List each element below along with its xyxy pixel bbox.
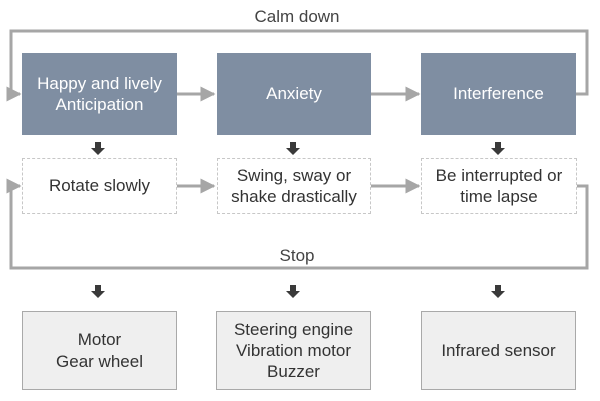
state-interference: Interference bbox=[421, 53, 576, 135]
state-happy-lively-line-2: Anticipation bbox=[55, 95, 144, 114]
action-interrupted-time-lapse-line-2: time lapse bbox=[460, 187, 538, 206]
down-arrow-device-1 bbox=[91, 285, 105, 298]
action-swing-sway-shake-line-2: shake drastically bbox=[231, 187, 357, 206]
state-anxiety-label: Anxiety bbox=[266, 84, 322, 104]
state-anxiety: Anxiety bbox=[217, 53, 371, 135]
state-interference-label: Interference bbox=[453, 84, 544, 104]
action-swing-sway-shake: Swing, sway or shake drastically bbox=[217, 158, 371, 214]
calm-down-label: Calm down bbox=[250, 7, 344, 27]
device-steering-vibration-buzzer-line-2: Vibration motor bbox=[236, 340, 351, 360]
device-motor-gear: Motor Gear wheel bbox=[22, 311, 177, 390]
device-motor-gear-line-1: Motor bbox=[77, 330, 122, 350]
device-steering-vibration-buzzer-line-3: Buzzer bbox=[267, 362, 320, 382]
down-arrow-device-2 bbox=[286, 285, 300, 298]
action-interrupted-time-lapse-line-1: Be interrupted or bbox=[435, 165, 563, 185]
action-interrupted-time-lapse: Be interrupted or time lapse bbox=[421, 158, 577, 214]
action-rotate-slowly-label: Rotate slowly bbox=[48, 176, 151, 196]
state-happy-lively: Happy and lively Anticipation bbox=[22, 53, 177, 135]
device-motor-gear-line-2: Gear wheel bbox=[56, 351, 143, 371]
down-arrow-state-2 bbox=[286, 142, 300, 155]
stop-loop-line bbox=[6, 178, 589, 270]
device-infrared-sensor: Infrared sensor bbox=[421, 311, 576, 390]
calm-down-loop-line bbox=[6, 29, 589, 102]
down-arrow-state-1 bbox=[91, 142, 105, 155]
stop-label: Stop bbox=[275, 246, 319, 266]
down-arrow-device-3 bbox=[491, 285, 505, 298]
device-steering-vibration-buzzer-line-1: Steering engine bbox=[233, 319, 354, 339]
state-happy-lively-line-1: Happy and lively bbox=[37, 73, 162, 93]
device-steering-vibration-buzzer: Steering engine Vibration motor Buzzer bbox=[216, 311, 371, 390]
down-arrow-state-3 bbox=[491, 142, 505, 155]
device-infrared-sensor-label: Infrared sensor bbox=[441, 340, 556, 360]
action-rotate-slowly: Rotate slowly bbox=[22, 158, 177, 214]
action-swing-sway-shake-line-1: Swing, sway or bbox=[236, 165, 352, 185]
